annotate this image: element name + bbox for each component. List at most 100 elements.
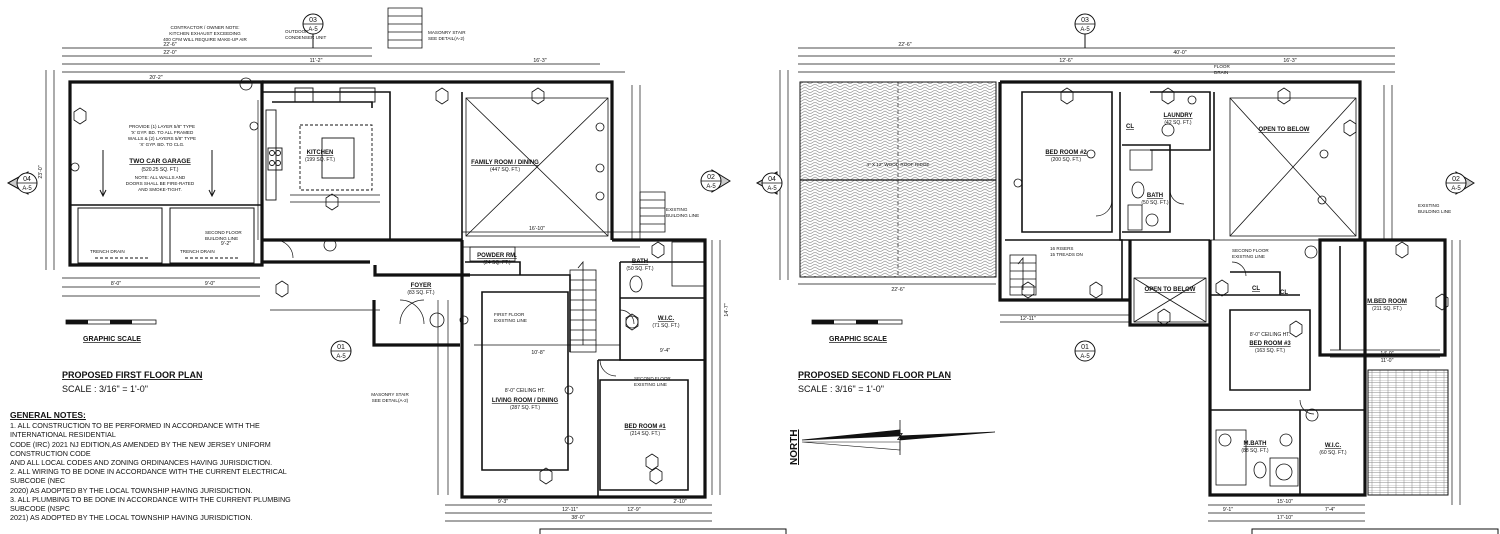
first-floor-line-note-1: FIRST FLOOR <box>494 312 525 317</box>
sf-section-bottom-sheet: A-5 <box>1080 354 1090 360</box>
open-to-below-label: OPEN TO BELOW <box>1259 127 1310 133</box>
garage-area: (520.25 SQ. FT.) <box>142 167 179 173</box>
mbath-name: M.BATH <box>1244 441 1267 447</box>
kitchen-name: KITCHEN <box>307 150 334 156</box>
ff-section-tag-left: 04 A-5 <box>6 171 38 195</box>
floor-drain-note-1: FLOOR <box>1214 64 1231 69</box>
garage-fire-note-3: WALLS & (2) LAYERS 5/8" TYPE <box>128 136 196 141</box>
svg-text:Z: Z <box>897 432 903 443</box>
bed1-area: (214 SQ. FT.) <box>630 431 660 437</box>
laundry-area: (42 SQ. FT.) <box>1164 120 1192 126</box>
ff-dim-overall-2: 22'-0" <box>163 50 176 56</box>
north-arrow: Z <box>801 420 996 455</box>
second-floor-stair <box>1009 254 1037 296</box>
second-floor-dimension-lines <box>779 47 1461 522</box>
kitchen-area: (199 SQ. FT.) <box>305 157 335 163</box>
ff-dim-mid-1: 16'-10" <box>529 226 545 232</box>
sf-room-labels: BED ROOM #2 (200 SQ. FT.) LAUNDRY (42 SQ… <box>1045 113 1407 456</box>
sf-bath-area: (50 SQ. FT.) <box>1141 200 1169 206</box>
roof-ridge-note: 4" X 12" WOOD ROOF RIDGE <box>867 162 930 167</box>
ff-section-bottom-num: 01 <box>337 344 345 351</box>
bed3-area: (163 SQ. FT.) <box>1255 348 1285 354</box>
sf-dim-overall-3: 16'-3" <box>1283 58 1296 64</box>
second-floor-window-tags <box>1013 87 1449 447</box>
ff-dim-garage-width: 20'-2" <box>149 75 162 81</box>
ff-wic-name: W.I.C. <box>658 316 675 322</box>
sf-wic-area: (60 SQ. FT.) <box>1319 450 1347 456</box>
ff-dim-bottom-total: 38'-0" <box>571 515 584 521</box>
sf-existing-line-note-1: SECOND FLOOR <box>1232 248 1269 253</box>
first-floor-doors <box>274 239 635 377</box>
sf-section-left-sheet: A-5 <box>767 186 777 192</box>
sf-dim-bottom-3: 17'-10" <box>1277 515 1293 521</box>
garage-doors <box>77 150 255 264</box>
first-floor-dimension-lines <box>45 47 721 522</box>
sf-section-tag-bottom: 01 A-5 <box>1074 340 1096 362</box>
general-note-line: AND ALL LOCAL CODES AND ZONING ORDINANCE… <box>10 458 273 468</box>
second-floor-existing-note-2: EXISTING LINE <box>634 382 667 387</box>
general-note-line: CODE (IRC) 2021 NJ EDITION,AS AMENDED BY… <box>10 439 271 449</box>
sf-dim-bottom-2: 7'-4" <box>1325 507 1335 513</box>
ff-dim-bottom-3: 12'-9" <box>627 507 640 513</box>
second-floor-existing-note-1: SECOND FLOOR <box>634 376 671 381</box>
garage-fire-note-2: 'X' GYP. BD. TO ALL FRAMED <box>131 130 194 135</box>
bed1-name: BED ROOM #1 <box>624 424 666 430</box>
outdoor-unit-note-1: OUTDOOR <box>285 29 309 34</box>
sf-section-top-num: 03 <box>1081 17 1089 24</box>
second-floor-walls <box>998 80 1447 497</box>
ff-section-top-sheet: A-5 <box>308 27 318 33</box>
general-notes: GENERAL NOTES: 1. ALL CONSTRUCTION TO BE… <box>10 410 340 523</box>
sf-plan-title: PROPOSED SECOND FLOOR PLAN <box>798 370 951 380</box>
sf-graphic-scale-label: GRAPHIC SCALE <box>829 336 887 343</box>
general-notes-heading: GENERAL NOTES: <box>10 410 86 420</box>
outdoor-unit-note-2: CONDENSER UNIT <box>285 35 327 40</box>
sf-existing-line-note-2: EXISTING LINE <box>1232 254 1265 259</box>
powder-room-area: (24 SQ. FT.) <box>483 260 511 266</box>
ff-section-right-sheet: A-5 <box>706 184 716 190</box>
general-note-line: 2. ALL WIRING TO BE DONE IN ACCORDANCE W… <box>10 467 287 477</box>
powder-room-name: POWDER RM. <box>477 253 517 259</box>
sf-section-tag-top: 03 A-5 <box>1074 13 1096 48</box>
sf-section-top-sheet: A-5 <box>1080 27 1090 33</box>
ff-wic-area: (71 SQ. FT.) <box>652 323 680 329</box>
ff-section-tag-right: 02 A-5 <box>700 169 731 193</box>
open-to-below-small-label: OPEN TO BELOW <box>1145 287 1196 293</box>
sf-plan-scale: SCALE : 3/16" = 1'-0" <box>798 384 884 394</box>
ff-section-left-num: 04 <box>23 176 31 183</box>
general-note-line: CONSTRUCTION CODE <box>10 448 91 458</box>
bed2-name: BED ROOM #2 <box>1045 150 1087 156</box>
open-to-below-x <box>1133 97 1357 323</box>
trench-drain-left: TRENCH DRAIN <box>90 249 125 254</box>
ff-dim-bottom-2: 12'-11" <box>562 507 578 513</box>
general-note-line: 2021) AS ADOPTED BY THE LOCAL TOWNSHIP H… <box>10 513 253 523</box>
ff-plan-title: PROPOSED FIRST FLOOR PLAN <box>62 370 203 380</box>
family-room-name: FAMILY ROOM / DINING <box>471 160 539 166</box>
living-room-area: (287 SQ. FT.) <box>510 405 540 411</box>
sf-dim-bottom-1: 9'-1" <box>1223 507 1233 513</box>
garage-walls-note-3: AND SMOKE-TIGHT. <box>138 187 182 192</box>
sf-dim-overall-2: 40'-0" <box>1173 50 1186 56</box>
contractor-note-1: CONTRACTOR / OWNER NOTE: <box>170 25 239 30</box>
sf-section-bottom-num: 01 <box>1081 344 1089 351</box>
living-room-name: LIVING ROOM / DINING <box>492 398 559 404</box>
second-floor-graphic-scale-bar <box>811 319 903 325</box>
sf-dim-overall-1: 22'-6" <box>898 42 911 48</box>
floor-drain-note-2: DRAIN <box>1214 70 1228 75</box>
north-label: NORTH <box>789 429 800 465</box>
family-room-ceiling-x <box>465 97 609 237</box>
sf-section-tag-left: 04 A-5 <box>755 171 783 195</box>
mbath-area: (88 SQ. FT.) <box>1241 448 1269 454</box>
stair-run <box>387 7 666 353</box>
sf-section-right-num: 02 <box>1452 176 1460 183</box>
sf-bath-name: BATH <box>1147 193 1163 199</box>
first-floor-plan <box>45 7 721 522</box>
bath-fixtures <box>469 241 705 293</box>
title-block-edge <box>539 528 787 534</box>
first-floor-line-note-2: EXISTING LINE <box>494 318 527 323</box>
sf-dim-roof-width: 22'-6" <box>891 287 904 293</box>
sf-wic-name: W.I.C. <box>1325 443 1342 449</box>
ff-dim-mid-2: 9'-2" <box>221 241 231 247</box>
trench-drain-right: TRENCH DRAIN <box>180 249 215 254</box>
sf-dim-mid-3: 12'-11" <box>1020 316 1036 322</box>
sf-dim-overall-4: 12'-6" <box>1059 58 1072 64</box>
